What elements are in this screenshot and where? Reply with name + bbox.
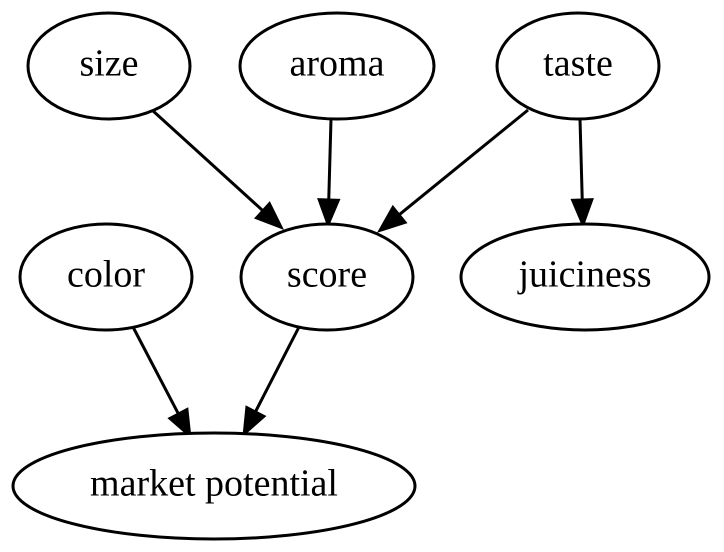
edge-taste-score bbox=[376, 108, 529, 233]
node-label-market_potential: market potential bbox=[90, 463, 338, 505]
node-label-color: color bbox=[67, 254, 145, 296]
node-ellipse-score[interactable] bbox=[239, 222, 415, 332]
arrowhead-icon-score-market_potential bbox=[242, 405, 267, 438]
node-label-size: size bbox=[79, 43, 138, 85]
node-label-score: score bbox=[287, 254, 367, 296]
edge-size-score bbox=[150, 108, 285, 230]
edge-line-color-market_potential bbox=[131, 326, 181, 417]
node-ellipse-color[interactable] bbox=[18, 222, 194, 332]
edge-line-size-score bbox=[150, 108, 266, 214]
arrowhead-icon-taste-score bbox=[376, 204, 408, 233]
node-market_potential[interactable]: market potential bbox=[11, 431, 417, 541]
node-size[interactable]: size bbox=[26, 11, 192, 121]
edge-score-market_potential bbox=[242, 326, 301, 438]
node-juiciness[interactable]: juiciness bbox=[459, 222, 711, 332]
edge-line-score-market_potential bbox=[253, 326, 301, 415]
nodes-layer: size aroma taste color score juiciness market … bbox=[11, 11, 711, 541]
node-ellipse-size[interactable] bbox=[26, 11, 192, 121]
edge-line-taste-juiciness bbox=[578, 118, 584, 203]
arrowhead-icon-size-score bbox=[254, 201, 285, 230]
edge-taste-juiciness bbox=[570, 118, 594, 229]
edge-line-aroma-score bbox=[327, 118, 333, 203]
arrowhead-icon-aroma-score bbox=[317, 198, 341, 229]
node-aroma[interactable]: aroma bbox=[238, 11, 436, 121]
node-score[interactable]: score bbox=[239, 222, 415, 332]
edge-color-market_potential bbox=[131, 326, 192, 440]
node-taste[interactable]: taste bbox=[495, 11, 661, 121]
edges-layer bbox=[131, 108, 594, 440]
arrowhead-icon-taste-juiciness bbox=[570, 198, 594, 229]
node-ellipse-juiciness[interactable] bbox=[459, 222, 711, 332]
node-label-taste: taste bbox=[543, 43, 613, 85]
node-ellipse-market_potential[interactable] bbox=[11, 431, 417, 541]
node-color[interactable]: color bbox=[18, 222, 194, 332]
node-ellipse-taste[interactable] bbox=[495, 11, 661, 121]
node-label-juiciness: juiciness bbox=[517, 254, 652, 296]
arrowhead-icon-color-market_potential bbox=[167, 407, 192, 440]
node-ellipse-aroma[interactable] bbox=[238, 11, 436, 121]
edge-aroma-score bbox=[317, 118, 341, 229]
edge-line-taste-score bbox=[396, 108, 529, 218]
node-label-aroma: aroma bbox=[290, 43, 385, 85]
